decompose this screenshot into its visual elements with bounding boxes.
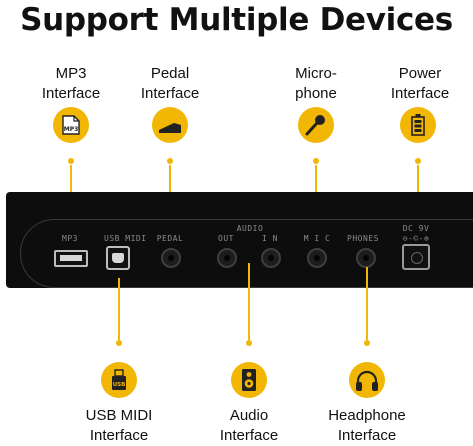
mp3-file-icon: MP3 xyxy=(53,107,89,143)
device-back-panel: MP3 USB MIDI PEDAL AUDIO OUT I N M I C P… xyxy=(6,192,473,288)
usb-midi-interface-label: USB MIDI Interface xyxy=(74,406,164,446)
usb-connector-line xyxy=(118,278,120,340)
headphone-connector-line xyxy=(366,267,368,340)
audio-interface-label: Audio Interface xyxy=(209,406,289,446)
headphone-label-line2: Interface xyxy=(337,427,397,444)
audio-connector-line xyxy=(248,263,250,340)
mp3-label-line2: Interface xyxy=(41,85,101,102)
headphone-icon xyxy=(349,362,385,398)
audio-label-line2: Interface xyxy=(219,427,279,444)
pedal-interface-label: Pedal Interface xyxy=(135,64,205,104)
usb-b-port xyxy=(106,246,130,270)
pedal-label-line2: Interface xyxy=(140,85,200,102)
usb-a-port xyxy=(54,250,88,267)
microphone-icon xyxy=(298,107,334,143)
mic-label-line1: Micro- xyxy=(295,65,337,82)
pedal-label-line1: Pedal xyxy=(150,65,190,82)
audio-label-line1: Audio xyxy=(229,407,269,424)
mp3-connector-dot xyxy=(68,158,74,164)
pedal-connector-dot xyxy=(167,158,173,164)
panel-inset xyxy=(20,219,473,288)
headphone-interface-label: Headphone Interface xyxy=(318,406,416,446)
usb-label-line1: USB MIDI xyxy=(85,407,153,424)
mic-connector-dot xyxy=(313,158,319,164)
usb-icon-text: USB xyxy=(113,382,126,388)
mp3-label-line1: MP3 xyxy=(55,65,87,82)
audio-connector-dot xyxy=(246,340,252,346)
power-connector-dot xyxy=(415,158,421,164)
battery-icon xyxy=(400,107,436,143)
panel-label-phones: PHONES xyxy=(347,234,379,243)
mp3-interface-label: MP3 Interface xyxy=(36,64,106,104)
mic-jack xyxy=(307,248,327,268)
pedal-icon xyxy=(152,107,188,143)
pedal-jack xyxy=(161,248,181,268)
panel-label-pedal: PEDAL xyxy=(156,234,184,243)
panel-label-mic: M I C xyxy=(303,234,331,243)
microphone-label: Micro- phone xyxy=(281,64,351,104)
audio-out-jack xyxy=(217,248,237,268)
usb-label-line2: Interface xyxy=(89,427,149,444)
panel-label-dc: DC 9V xyxy=(402,224,430,233)
mic-label-line2: phone xyxy=(295,85,337,102)
power-interface-label: Power Interface xyxy=(383,64,457,104)
mp3-icon-text: MP3 xyxy=(64,126,79,133)
speaker-icon xyxy=(231,362,267,398)
dc-power-socket xyxy=(402,244,430,270)
dc-polarity-symbol: ⊖-©-⊕ xyxy=(402,234,430,243)
headphone-label-line1: Headphone xyxy=(328,407,406,424)
panel-label-out: OUT xyxy=(218,234,234,243)
usb-drive-icon: USB xyxy=(101,362,137,398)
panel-label-in: I N xyxy=(262,234,278,243)
headphone-connector-dot xyxy=(364,340,370,346)
power-label-line1: Power xyxy=(398,65,442,82)
panel-label-audio: AUDIO xyxy=(236,224,264,233)
panel-label-usb-midi: USB MIDI xyxy=(104,234,147,243)
audio-in-jack xyxy=(261,248,281,268)
page-title: Support Multiple Devices xyxy=(20,2,453,38)
usb-connector-dot xyxy=(116,340,122,346)
panel-label-mp3: MP3 xyxy=(62,234,78,243)
phones-jack xyxy=(356,248,376,268)
power-label-line2: Interface xyxy=(390,85,450,102)
